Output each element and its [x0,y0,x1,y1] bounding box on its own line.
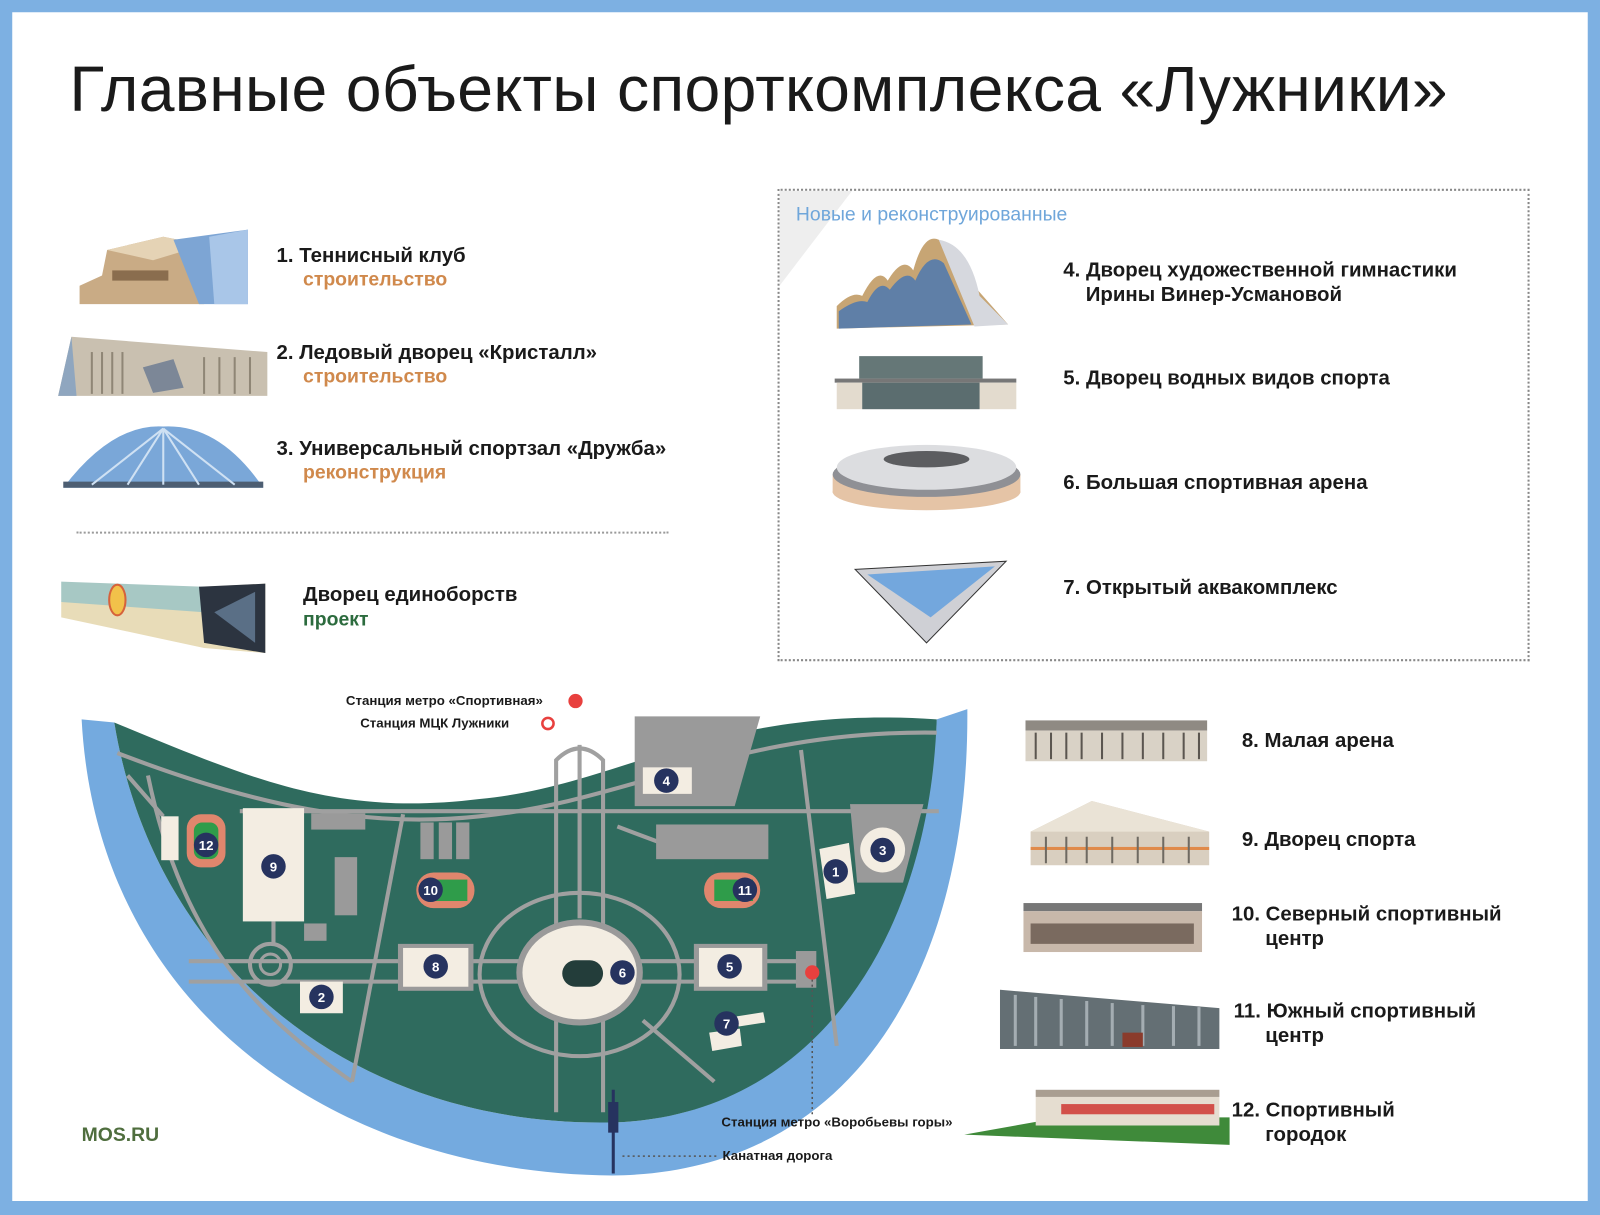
svg-text:9: 9 [270,859,277,874]
item-5-label: 5. Дворец водных видов спорта [1063,367,1390,390]
metro-station-icon [805,965,820,980]
page-title: Главные объекты спорткомплекса «Лужники» [69,54,1448,126]
project-label: Дворец единоборств [303,583,518,607]
svg-text:3: 3 [879,843,886,858]
item-4-label: 4. Дворец художественной гимнастики [1063,259,1457,282]
map-marker-10[interactable]: 10 [418,877,443,903]
item-11-label-line2: центр [1265,1024,1324,1047]
item-12-label-line2: городок [1265,1123,1347,1146]
mck-station-icon [541,716,555,731]
north-sports-center-illustration [1023,903,1203,953]
big-arena-illustration [832,444,1021,511]
item-3-label: 3. Универсальный спортзал «Дружба» [276,437,667,461]
small-arena-illustration [1025,720,1208,762]
item-2-label: 2. Ледовый дворец «Кристалл» [276,341,598,365]
svg-text:10: 10 [423,883,438,898]
river [81,709,968,1176]
map-marker-11[interactable]: 11 [732,877,758,903]
project-status: проект [303,609,369,631]
metro-sportivnaya-label: Станция метро «Спортивная» [345,692,543,709]
item-1-label: 1. Теннисный клуб [276,244,466,268]
mck-luzhniki-label: Станция МЦК Лужники [360,715,510,731]
site-map: 1 2 3 4 5 6 7 8 9 10 11 12 [81,693,968,1176]
item-10-label-line2: центр [1265,927,1324,950]
item-10-label: 10. Северный спортивный [1231,903,1502,926]
item-12-label: 12. Спортивный [1231,1098,1395,1122]
map-marker-9[interactable]: 9 [261,854,286,879]
item-2-status: строительство [303,366,448,388]
map-marker-3[interactable]: 3 [870,837,895,863]
svg-text:7: 7 [723,1017,730,1032]
item-9-label: 9. Дворец спорта [1241,828,1416,852]
map-marker-12[interactable]: 12 [193,832,219,858]
map-marker-7[interactable]: 7 [714,1011,739,1036]
metro-station-icon [568,693,583,709]
item-7-label: 7. Открытый аквакомплекс [1063,576,1338,599]
item-1-status: строительство [303,269,448,291]
sports-town-illustration [964,1089,1230,1145]
brand-logo: MOS.RU [81,1124,160,1146]
ice-palace-illustration [58,336,268,396]
svg-text:12: 12 [199,838,214,853]
map-marker-4[interactable]: 4 [654,768,679,793]
new-objects-subtitle: Новые и реконструированные [795,204,1068,226]
aquacomplex-illustration [853,560,1008,644]
map-marker-5[interactable]: 5 [717,954,742,979]
item-8-label: 8. Малая арена [1241,729,1394,753]
svg-text:8: 8 [432,959,439,974]
svg-text:2: 2 [318,990,325,1005]
palace-of-sports-illustration [1030,801,1210,866]
item-11-label: 11. Южный спортивный [1233,999,1477,1023]
metro-vorobyovy-label: Станция метро «Воробьевы горы» [721,1114,953,1130]
divider [76,531,669,534]
map-marker-8[interactable]: 8 [423,954,448,979]
map-marker-2[interactable]: 2 [309,984,334,1010]
svg-text:4: 4 [663,774,671,789]
gymnastics-palace-illustration [836,238,1009,329]
svg-text:1: 1 [832,865,839,880]
map-marker-6[interactable]: 6 [610,960,635,985]
tennis-club-illustration [79,229,248,305]
item-3-status: реконструкция [303,462,447,484]
aquatics-palace-illustration [834,356,1017,410]
new-objects-box [777,188,1530,662]
map-marker-1[interactable]: 1 [823,859,848,884]
cable-car-icon [608,1102,619,1133]
druzhba-illustration [63,426,264,488]
martial-arts-palace-illustration [61,581,266,654]
south-sports-center-illustration [999,989,1220,1049]
cable-car-label: Канатная дорога [722,1147,833,1164]
svg-text:5: 5 [726,959,733,974]
item-6-label: 6. Большая спортивная арена [1063,471,1368,494]
item-4-label-line2: Ирины Винер-Усмановой [1085,283,1343,307]
svg-text:6: 6 [619,966,626,981]
svg-text:11: 11 [738,883,752,898]
